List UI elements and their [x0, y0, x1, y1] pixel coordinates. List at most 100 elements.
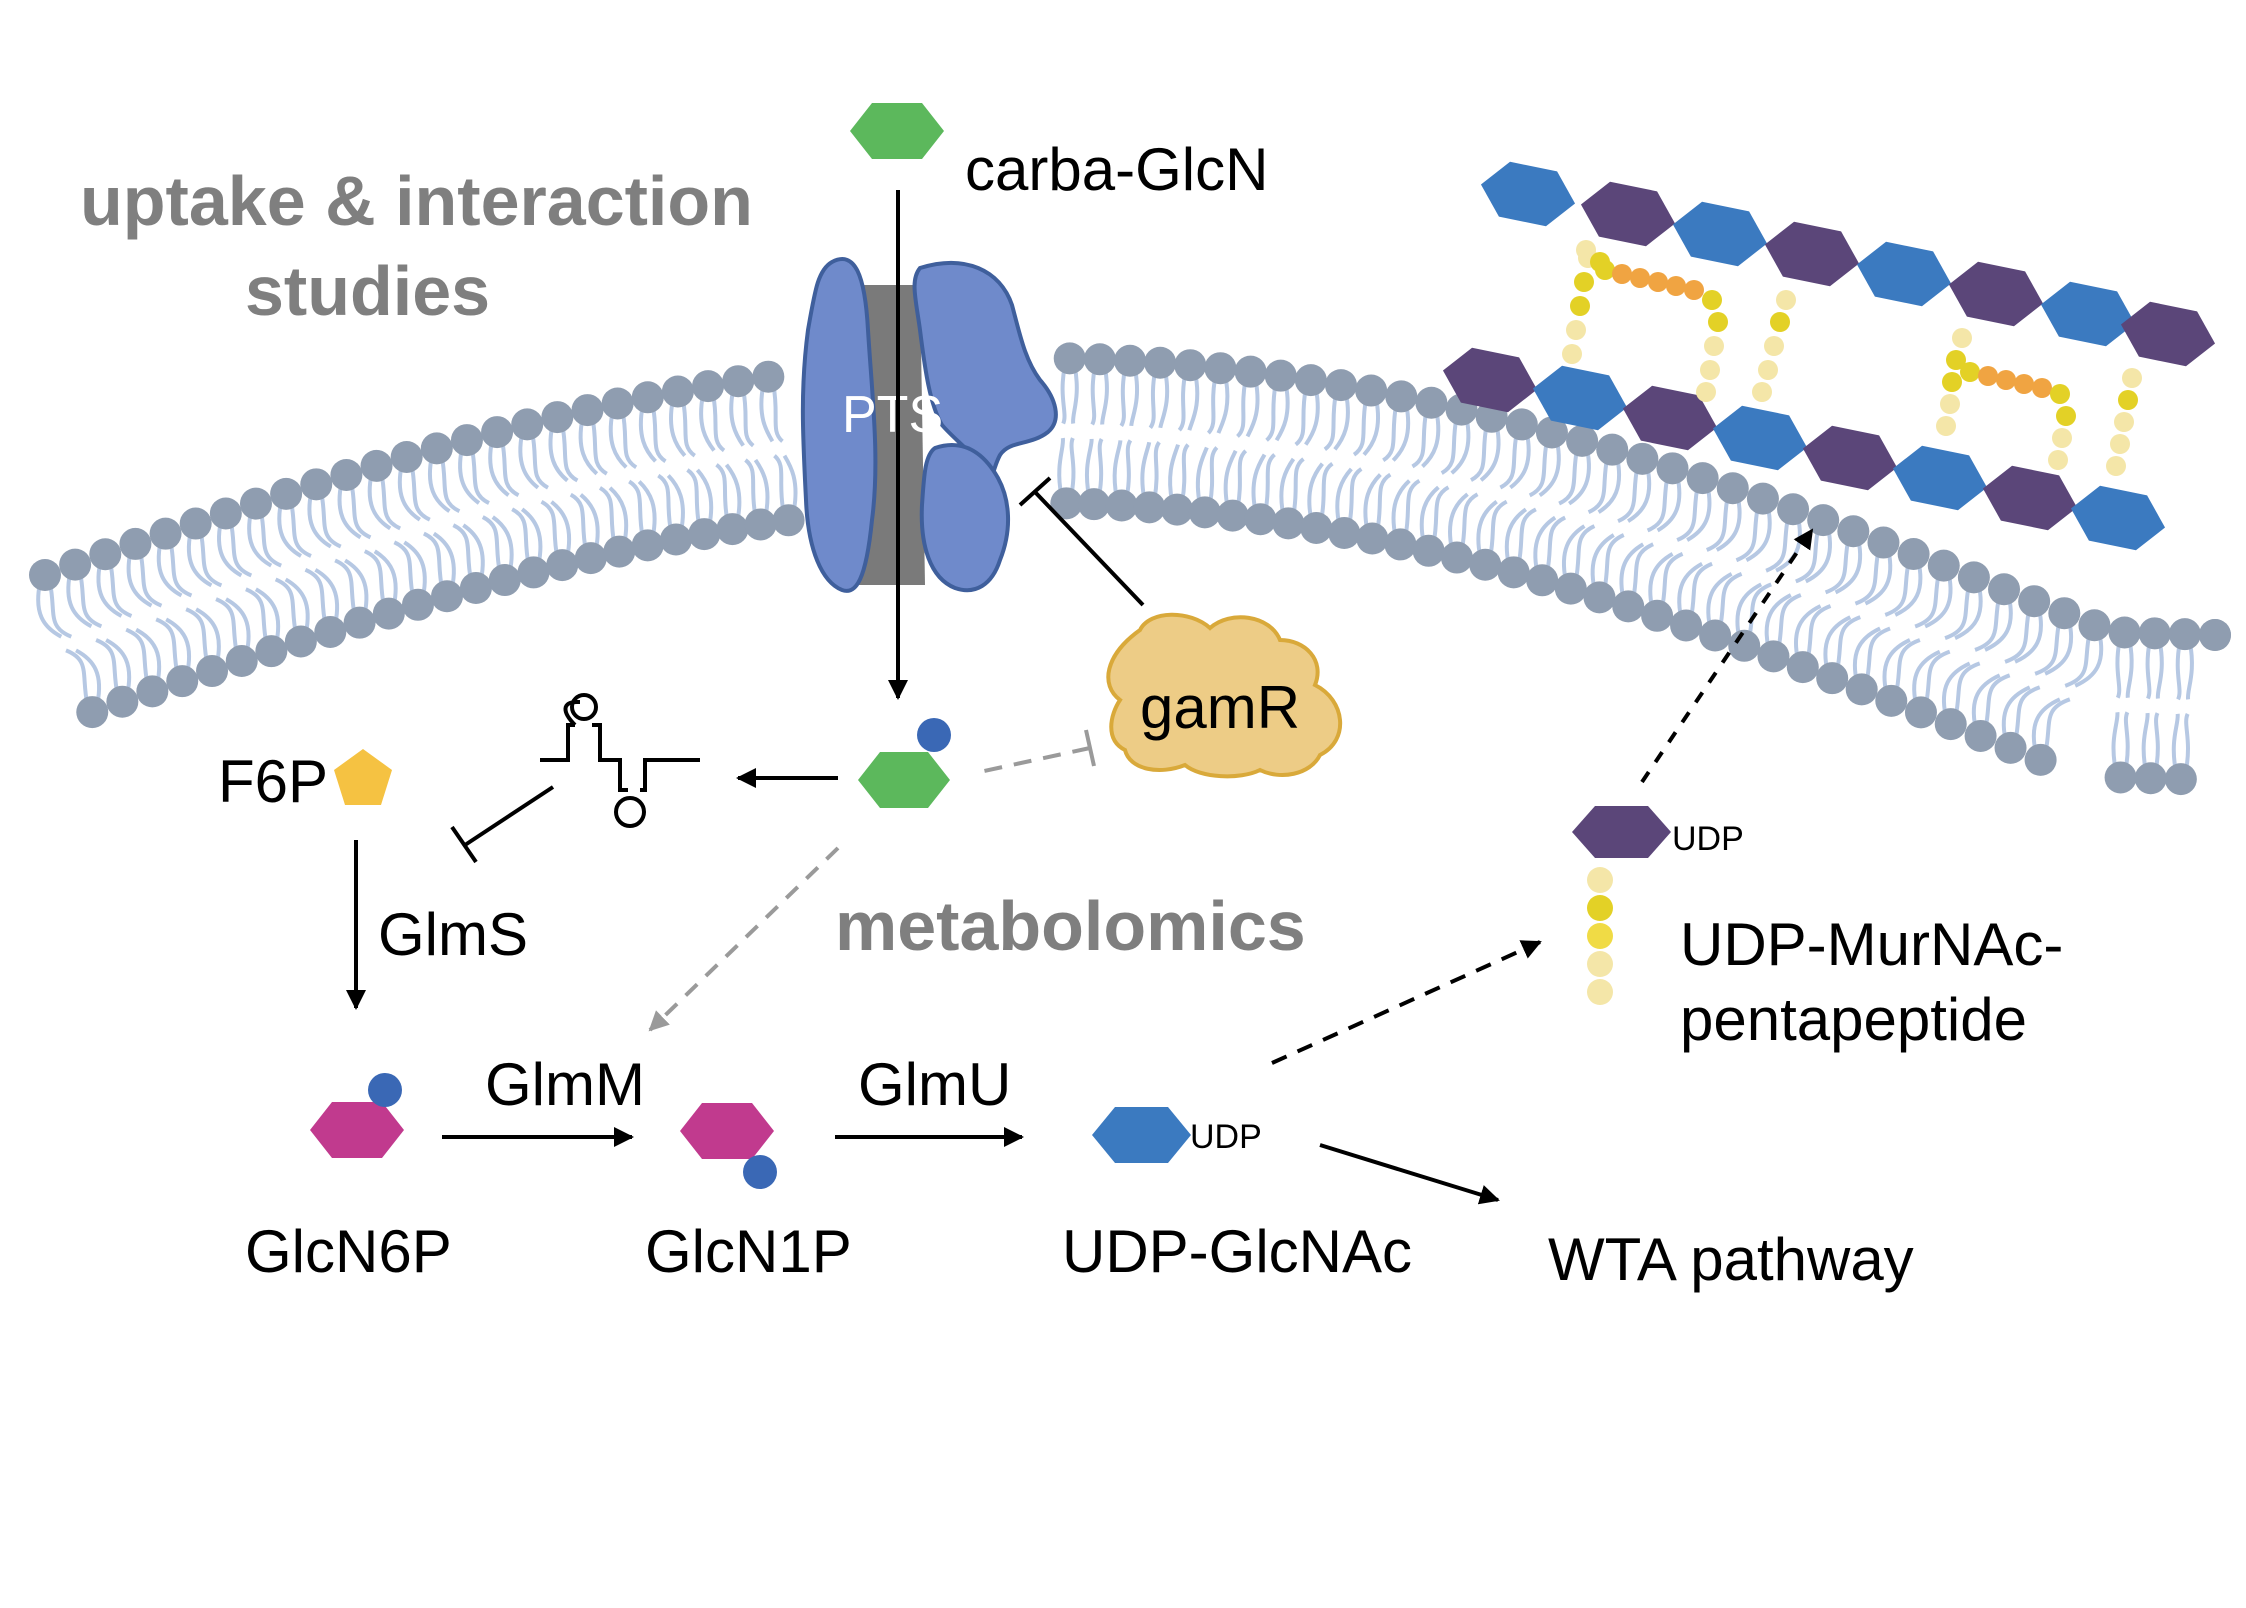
peptide-residue — [1576, 240, 1596, 260]
uptake-heading-line2: studies — [245, 252, 490, 330]
peptide-residue — [1630, 268, 1650, 288]
lipid-head — [1699, 619, 1732, 652]
peptidoglycan-cell-wall — [1442, 161, 2216, 551]
glcn1p-hexagon — [680, 1103, 774, 1159]
lipid-head — [2164, 763, 2197, 796]
lipid-head — [1174, 349, 1207, 382]
lipid-head — [660, 523, 693, 556]
murnac-unit — [1764, 221, 1860, 287]
peptide-residue — [1648, 272, 1668, 292]
peptide-residue — [1776, 290, 1796, 310]
lipid-head — [1816, 662, 1849, 695]
lipid-head — [209, 497, 242, 530]
lipid-head — [106, 685, 139, 718]
lipid-head — [574, 542, 607, 575]
lipid-head — [343, 606, 376, 639]
peptide-residue — [1574, 272, 1594, 292]
glcn6p-hexagon — [310, 1102, 404, 1158]
lipid-head — [1412, 534, 1445, 567]
lipid-head — [372, 597, 405, 630]
lipid-head — [1469, 548, 1502, 581]
peptide-residue — [1752, 382, 1772, 402]
lipid-head — [1716, 472, 1749, 505]
peptide-residue — [1700, 360, 1720, 380]
murnac-unit — [1622, 385, 1718, 451]
lipid-head — [2168, 618, 2201, 651]
lipid-head — [314, 615, 347, 648]
murnac-unit — [1442, 347, 1538, 413]
peptide-residue — [1952, 328, 1972, 348]
lipid-head — [1234, 355, 1267, 388]
peptide-residue — [2032, 378, 2052, 398]
murnac-hexagon — [1572, 806, 1671, 858]
metabolomics-heading: metabolomics — [835, 887, 1306, 965]
lipid-head — [1728, 629, 1761, 662]
murnac-unit — [1580, 181, 1676, 247]
peptide-residue — [2122, 368, 2142, 388]
gamr-inhibits-pts-bar — [1018, 476, 1052, 507]
glcnac-unit — [1712, 405, 1808, 471]
glcnac-unit — [1480, 161, 1576, 227]
lipid-head — [2024, 743, 2057, 776]
lipid-head — [300, 468, 333, 501]
lipid-head — [1535, 416, 1568, 449]
lipid-head — [603, 535, 636, 568]
lipid-head — [2138, 617, 2171, 650]
lipid-head — [1670, 609, 1703, 642]
lipid-head — [722, 365, 755, 398]
peptide-residue — [2056, 406, 2076, 426]
lipid-head — [1415, 386, 1448, 419]
lipid-head — [1133, 491, 1166, 524]
lipid-head — [2078, 609, 2111, 642]
lipid-head — [1927, 549, 1960, 582]
glcnac-unit — [2040, 281, 2136, 347]
peptide-residue — [1936, 416, 1956, 436]
lipid-head — [1324, 369, 1357, 402]
lipid-head — [1626, 442, 1659, 475]
peptide-residue — [2052, 428, 2072, 448]
lipid-head — [1161, 493, 1194, 526]
phosphate-dot — [917, 718, 951, 752]
riboswitch-inhibits-glms-bar — [450, 825, 478, 864]
lipid-head — [546, 549, 579, 582]
lipid-head — [136, 675, 169, 708]
gamr-inhibits-glcn6p-bar — [1084, 729, 1096, 767]
lipid-head — [1272, 507, 1305, 540]
lipid-head — [1294, 364, 1327, 397]
lipid-head — [1757, 640, 1790, 673]
murnac-pentapeptide-chain — [1587, 867, 1613, 1005]
lipid-head — [1264, 359, 1297, 392]
lipid-head — [1356, 522, 1389, 555]
peptide-residue — [1666, 276, 1686, 296]
peptide-residue — [2118, 390, 2138, 410]
peptide-residue — [1696, 382, 1716, 402]
murnac-unit — [1982, 465, 2078, 531]
lipid-head — [390, 440, 423, 473]
lipid-head — [1904, 696, 1937, 729]
riboswitch-inhibits-glms — [463, 785, 555, 847]
lipid-head — [1686, 462, 1719, 495]
lipid-head — [1845, 673, 1878, 706]
lipid-head — [1964, 719, 1997, 752]
lipid-head — [420, 432, 453, 465]
lipid-head — [1641, 599, 1674, 632]
wta-label: WTA pathway — [1548, 1226, 1914, 1293]
carba-glcn6p-hexagon — [858, 752, 950, 808]
lipid-head — [1786, 651, 1819, 684]
lipid-head — [119, 527, 152, 560]
lipid-head — [225, 645, 258, 678]
lipid-head — [716, 513, 749, 546]
lipid-head — [270, 477, 303, 510]
lipid-head — [459, 572, 492, 605]
lipid-head — [1384, 528, 1417, 561]
lipid-head — [330, 458, 363, 491]
lipid-head — [541, 401, 574, 434]
udp-murnac-label-line2: pentapeptide — [1680, 986, 2027, 1053]
udp-murnac-label-line1: UDP-MurNAc- — [1680, 911, 2063, 978]
glcn6p-phosphate-dot — [368, 1073, 402, 1107]
lipid-head — [179, 507, 212, 540]
lipid-head — [2104, 761, 2137, 794]
lipid-head — [752, 360, 785, 393]
lipid-head — [1497, 556, 1530, 589]
